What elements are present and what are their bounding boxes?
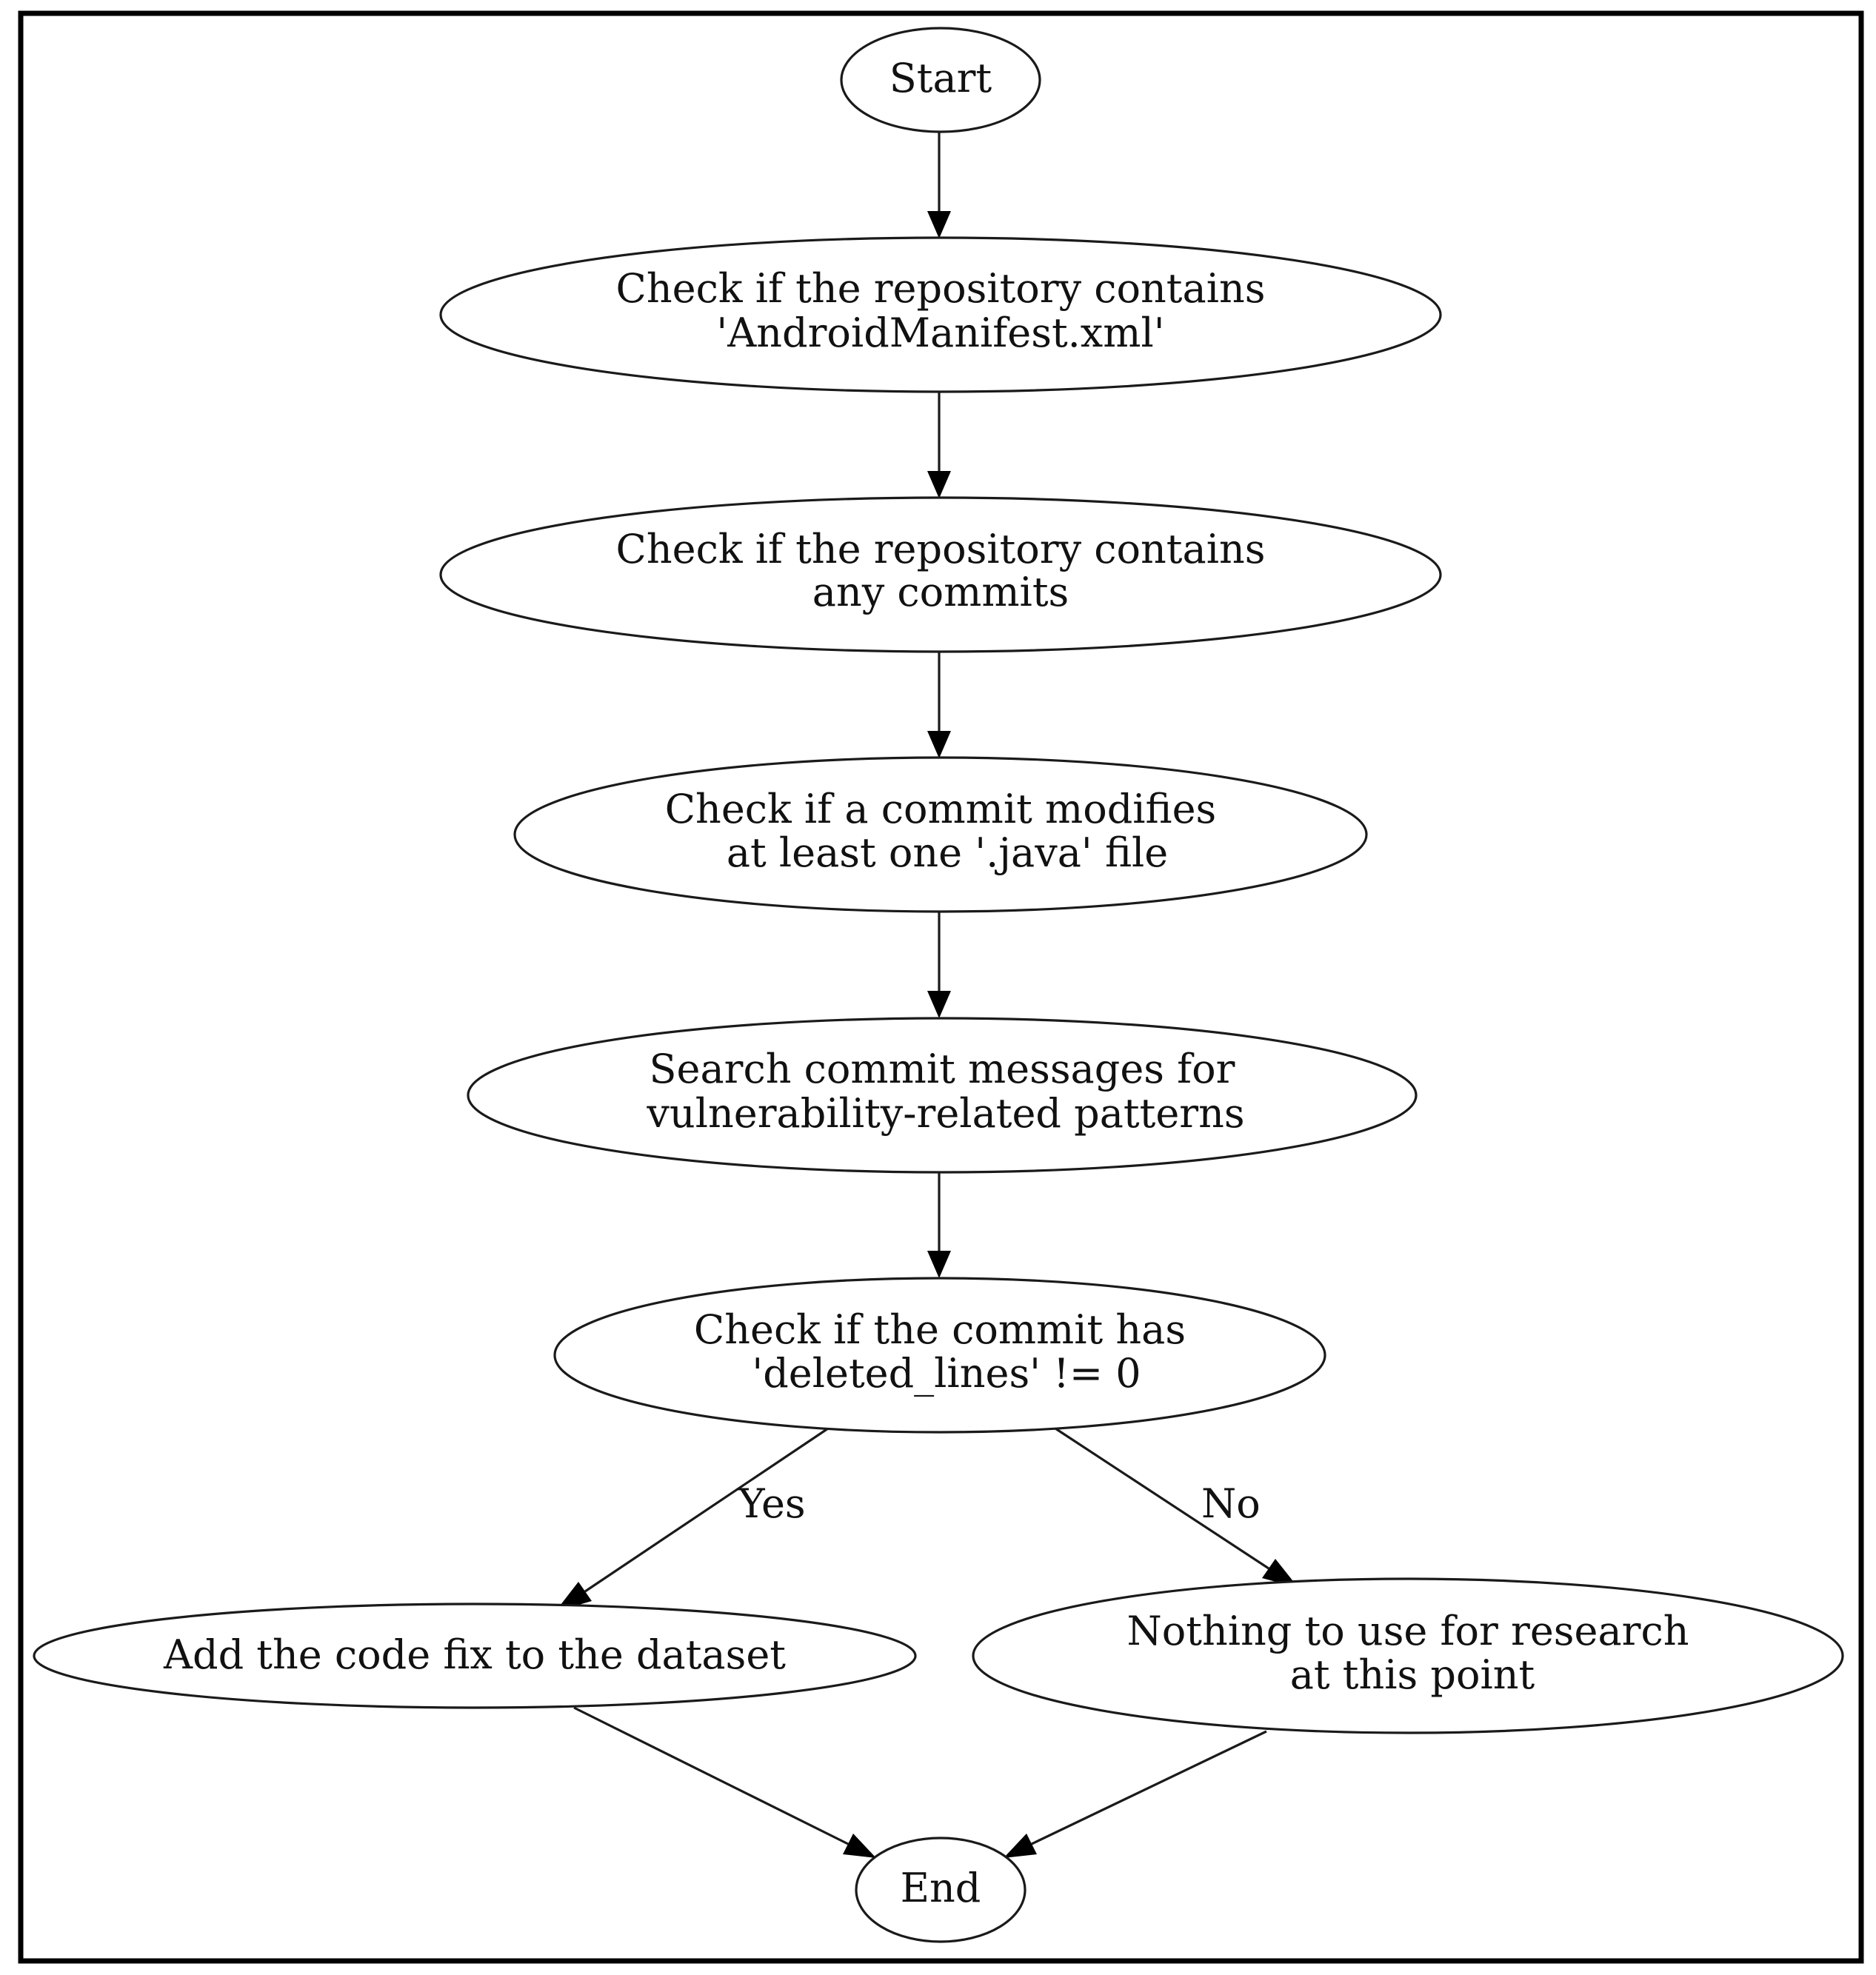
arrowhead <box>927 991 951 1018</box>
edge-search-messages-to-check-deleted <box>927 1172 951 1278</box>
node-label: Add the code fix to the dataset <box>163 1631 786 1678</box>
nothing-node: Nothing to use for research at this poin… <box>972 1577 1844 1734</box>
edge-add-fix-to-end <box>573 1706 876 1858</box>
node-label-line-2: at this point <box>1290 1651 1535 1698</box>
arrowhead <box>843 1834 876 1858</box>
arrowhead <box>1262 1559 1298 1588</box>
node-label: End <box>901 1865 981 1911</box>
edge-check-manifest-to-check-commits <box>927 392 951 498</box>
node-label-line-2: any commits <box>812 569 1069 615</box>
edge-label-no: No <box>1201 1480 1261 1527</box>
arrowhead <box>927 731 951 758</box>
nodes: Start Check if the repository contains '… <box>33 27 1844 1943</box>
node-label: Start <box>889 55 992 101</box>
start-node: Start <box>840 27 1041 133</box>
node-label-line-1: Check if the repository contains <box>616 526 1266 572</box>
arrowhead <box>927 471 951 498</box>
edge-check-commits-to-check-java <box>927 652 951 758</box>
check-commits-node: Check if the repository contains any com… <box>439 496 1442 653</box>
edges: Yes No <box>555 132 1298 1858</box>
node-label-line-2: vulnerability-related patterns <box>646 1090 1244 1137</box>
node-label-line-2: 'deleted_lines' != 0 <box>752 1350 1141 1397</box>
edge-label-yes: Yes <box>738 1480 806 1527</box>
edge-check-java-to-search-messages <box>927 912 951 1018</box>
end-node: End <box>855 1837 1027 1943</box>
edge-nothing-to-end <box>1004 1730 1267 1858</box>
check-manifest-node: Check if the repository contains 'Androi… <box>439 236 1442 393</box>
arrowhead <box>927 211 951 238</box>
arrowhead <box>927 1251 951 1278</box>
check-java-node: Check if a commit modifies at least one … <box>513 756 1368 913</box>
edge-start-to-check-manifest <box>927 132 951 238</box>
add-fix-node: Add the code fix to the dataset <box>33 1603 917 1709</box>
check-deleted-node: Check if the commit has 'deleted_lines' … <box>553 1277 1326 1434</box>
node-label-line-2: at least one '.java' file <box>727 829 1168 876</box>
search-messages-node: Search commit messages for vulnerability… <box>467 1017 1418 1174</box>
diagram-frame <box>18 10 1864 1964</box>
node-label-line-1: Check if the commit has <box>694 1306 1186 1353</box>
node-label-line-2: 'AndroidManifest.xml' <box>716 310 1164 356</box>
arrowhead <box>1004 1834 1037 1858</box>
node-label-line-1: Check if the repository contains <box>616 265 1266 312</box>
node-label-line-1: Check if a commit modifies <box>665 786 1217 832</box>
node-label-line-1: Search commit messages for <box>650 1046 1235 1092</box>
edge-check-deleted-to-nothing-no <box>1055 1427 1298 1588</box>
node-label-line-1: Nothing to use for research <box>1127 1608 1689 1654</box>
